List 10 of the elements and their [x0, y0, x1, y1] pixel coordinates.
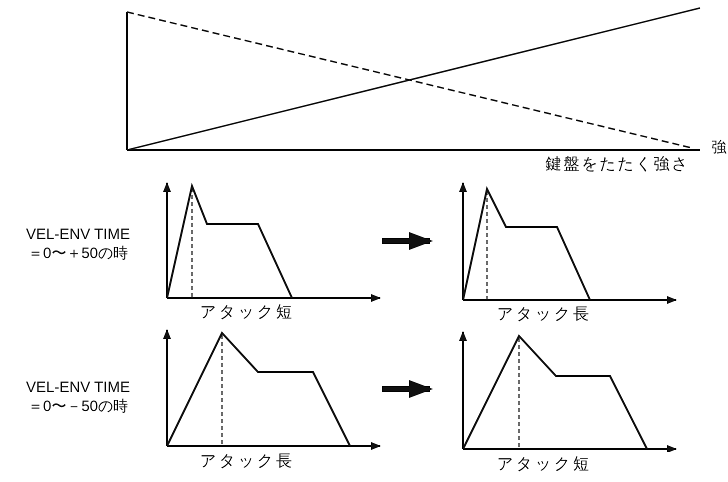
graph-caption: アタック短 — [497, 455, 592, 475]
graph-caption: アタック長 — [497, 305, 592, 325]
arrow — [382, 380, 433, 398]
condition-label: VEL-ENV TIME ＝0〜－50の時 — [25, 379, 131, 416]
arrow — [382, 232, 433, 250]
axis-label: 強 — [710, 139, 728, 158]
graph-caption: アタック長 — [200, 452, 295, 472]
axis-label: 鍵盤をたたく強さ — [544, 155, 690, 175]
graph-caption: アタック短 — [200, 303, 295, 323]
condition-label: VEL-ENV TIME ＝0〜＋50の時 — [25, 226, 131, 264]
